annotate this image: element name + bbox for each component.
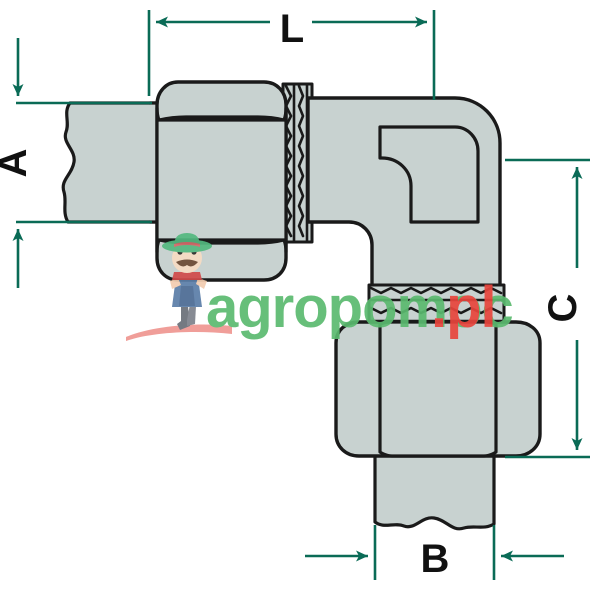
dimension-L <box>147 10 436 100</box>
vertical-union-nut <box>334 320 542 458</box>
horizontal-thread <box>281 82 314 244</box>
fitting-part-geometry <box>61 80 542 531</box>
watermark: agropomoc .pl <box>126 233 514 341</box>
watermark-text-red: .pl <box>431 275 496 340</box>
dimension-label-C: C <box>541 294 585 323</box>
horizontal-union-nut <box>155 80 288 282</box>
vertical-tube <box>373 448 496 531</box>
dimension-C <box>505 158 590 459</box>
watermark-text-green: agropomoc <box>206 275 513 340</box>
dimension-A <box>12 38 152 288</box>
dimension-label-A: A <box>0 149 35 178</box>
dimension-annotations <box>12 10 590 580</box>
watermark-ground <box>126 324 232 341</box>
dimension-label-B: B <box>421 537 450 581</box>
dimension-label-L: L <box>280 7 304 51</box>
farmer-mascot-icon <box>162 233 212 330</box>
dimension-B <box>305 525 564 580</box>
dimension-labels: L A C B <box>0 7 585 581</box>
elbow-inner-bore <box>378 125 480 224</box>
horizontal-tube <box>61 101 162 224</box>
